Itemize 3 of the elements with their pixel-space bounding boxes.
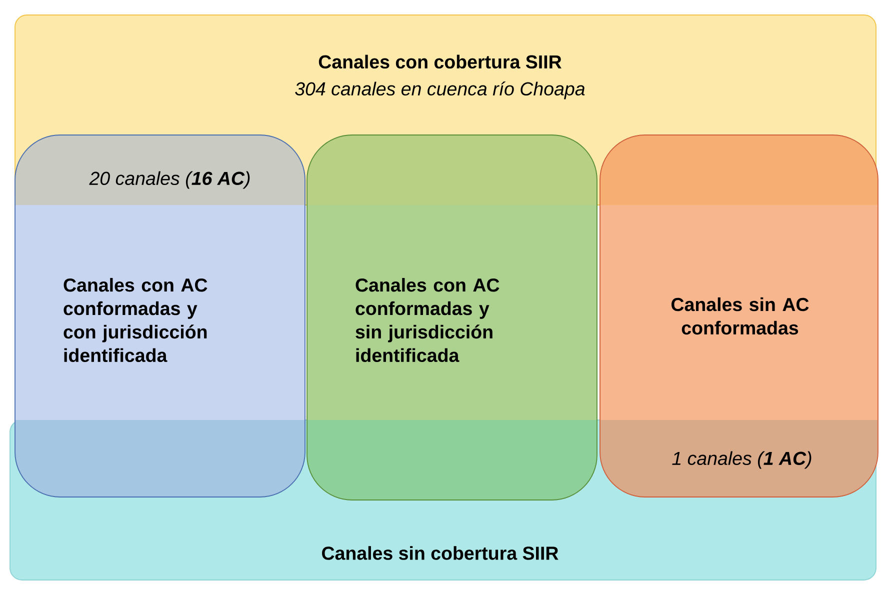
rounded-box: Canales con AC conformadas y sin jurisdicción identificada (306, 134, 598, 500)
overlap-label: 1 canales (1 AC) (672, 451, 812, 469)
overlap-label: 20 canales (16 AC) (89, 171, 250, 189)
